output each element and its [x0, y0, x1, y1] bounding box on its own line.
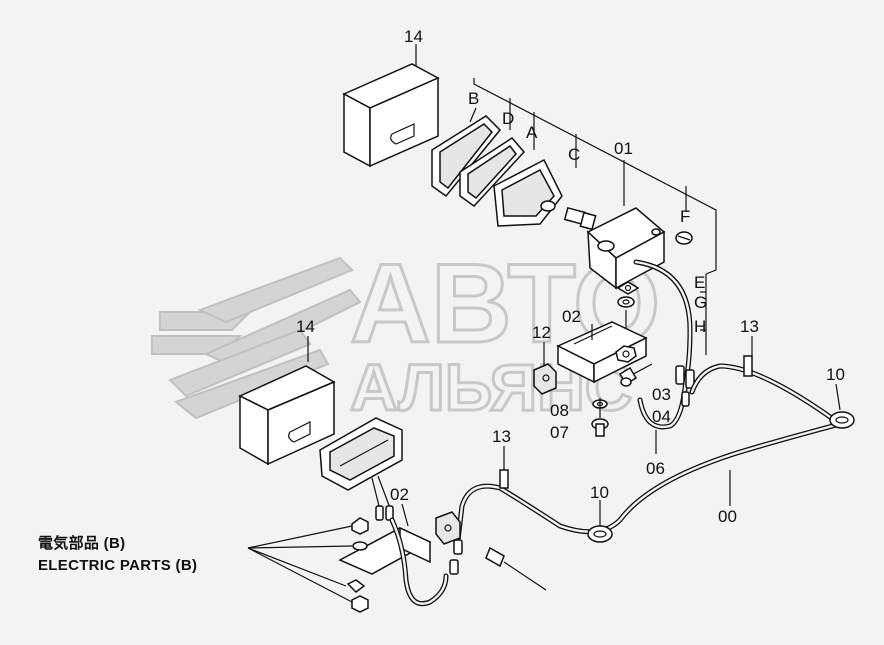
label-06: 06 [646, 459, 665, 478]
label-b: B [468, 89, 479, 108]
connector-lower [449, 539, 547, 591]
tie-13-lower [499, 469, 509, 489]
watermark: АВТО АЛЬЯНС [151, 240, 662, 426]
nut-h [615, 345, 637, 363]
label-13-right: 13 [740, 317, 759, 336]
label-07: 07 [550, 423, 569, 442]
label-14-lower: 14 [296, 317, 315, 336]
label-leaders [307, 44, 841, 527]
bolt-03 [618, 363, 653, 386]
label-03: 03 [652, 385, 671, 404]
cover-14-lower [238, 365, 336, 466]
label-10-lower: 10 [590, 483, 609, 502]
label-00: 00 [718, 507, 737, 526]
bulb-c [563, 206, 597, 231]
clip-10-right [829, 411, 855, 429]
watermark-logo [151, 256, 362, 420]
label-04: 04 [652, 407, 671, 426]
label-14-upper: 14 [404, 27, 423, 46]
bracket-02-lower [338, 511, 461, 575]
lamp-lower [319, 417, 403, 491]
title-japanese: 電気部品 (B) [38, 534, 125, 552]
screw-f [675, 231, 693, 245]
lamp-gasket-d [459, 137, 526, 207]
label-g: G [694, 293, 707, 312]
label-02-lower: 02 [390, 485, 409, 504]
washer-04 [620, 377, 632, 387]
label-a: A [526, 123, 538, 142]
lamp-housing-01 [586, 207, 666, 290]
harness-lower-loop [389, 517, 449, 607]
lower-fasteners [247, 517, 369, 613]
label-12: 12 [532, 323, 551, 342]
upper-leader-lines [473, 78, 717, 355]
label-e: E [694, 273, 705, 292]
lamp-lens-a [493, 158, 563, 227]
label-01: 01 [614, 139, 633, 158]
washer-e [616, 281, 640, 295]
connector-06 [675, 365, 695, 407]
bolt-07 [591, 418, 609, 437]
washer-g [617, 296, 635, 308]
tie-13-right [743, 355, 753, 377]
label-10-right: 10 [826, 365, 845, 384]
title-english: ELECTRIC PARTS (B) [38, 557, 197, 574]
label-f: F [680, 207, 690, 226]
label-d: D [502, 109, 514, 128]
label-13-lower: 13 [492, 427, 511, 446]
label-h: H [694, 317, 706, 336]
lamp-gasket-b [431, 115, 502, 198]
label-08: 08 [550, 401, 569, 420]
label-c: C [568, 145, 580, 164]
clamp-12 [533, 363, 557, 395]
clip-10-lower [587, 525, 613, 543]
cover-14-upper [342, 63, 440, 168]
harness-00 [455, 363, 846, 543]
label-02-upper: 02 [562, 307, 581, 326]
